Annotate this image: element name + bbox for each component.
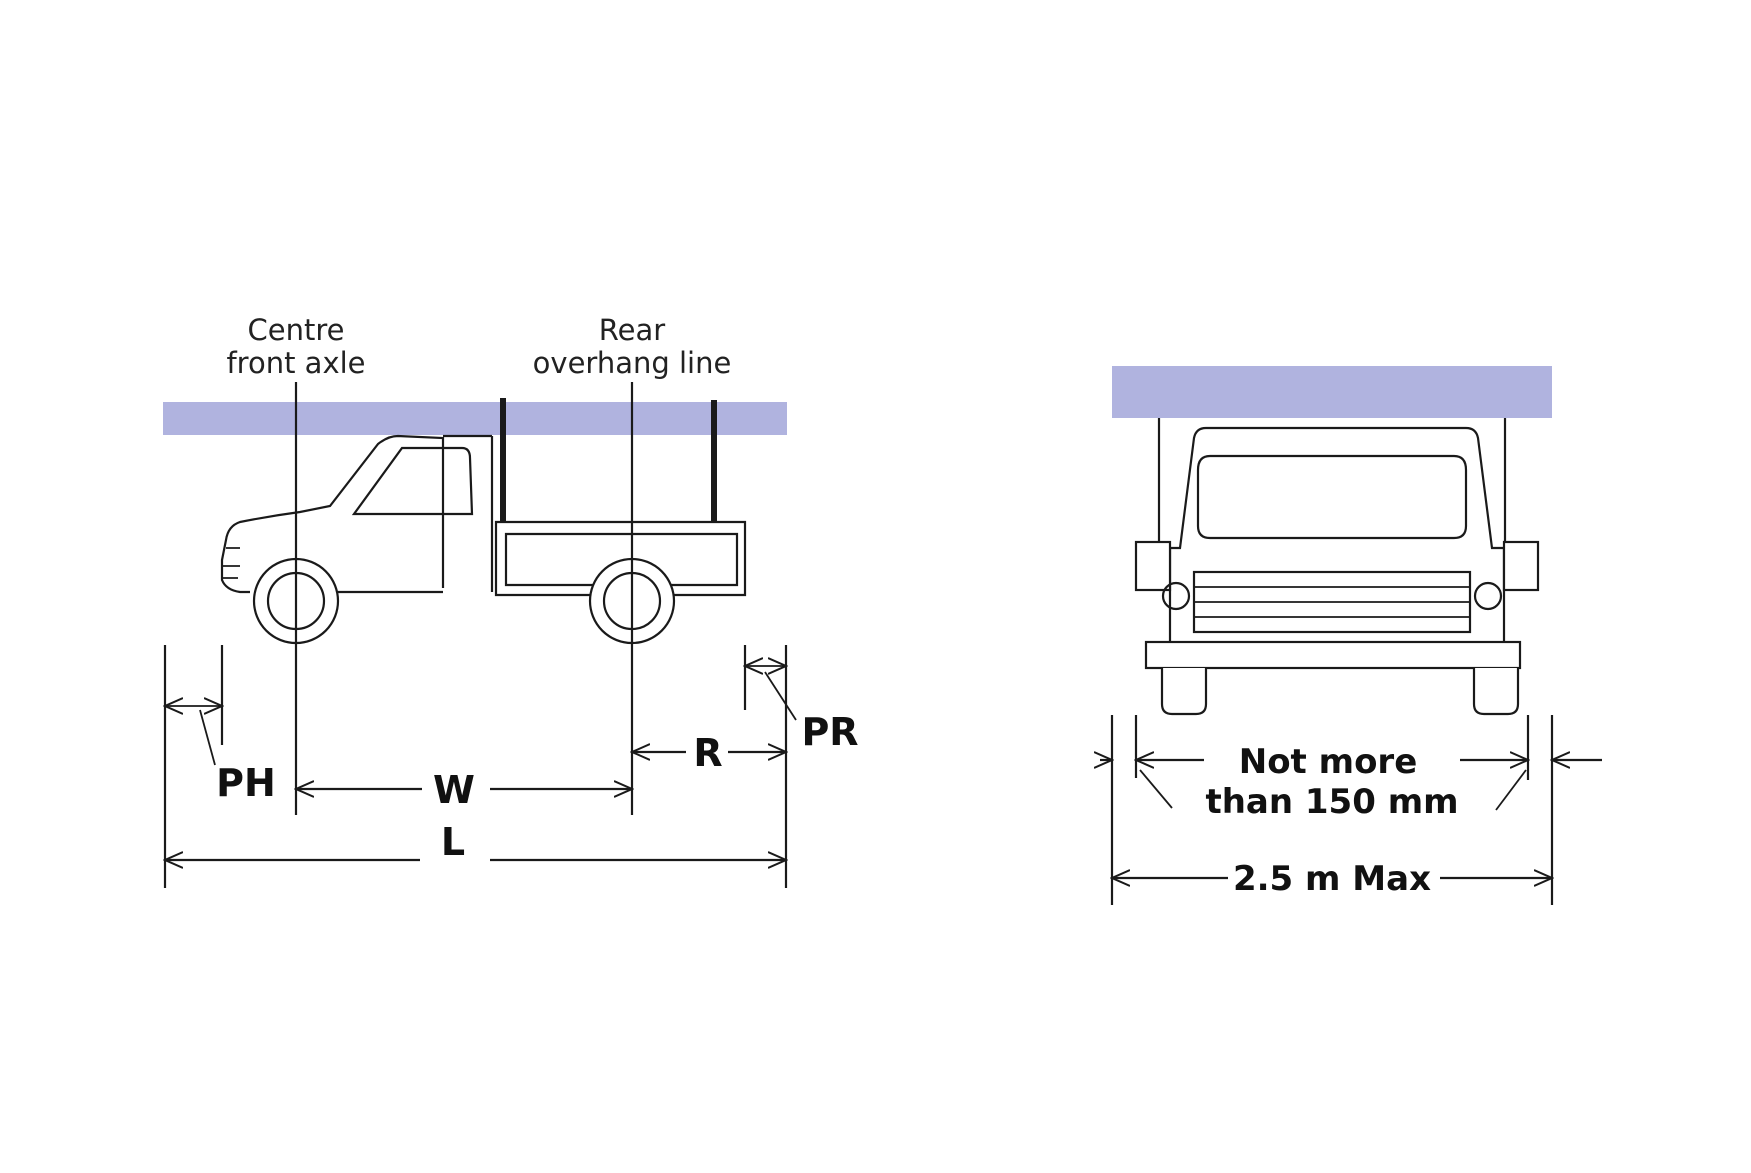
side-load-bar <box>163 402 787 435</box>
label-overhang-line: overhang line <box>533 346 732 380</box>
dim-w: W <box>433 768 475 812</box>
dim-width: 2.5 m Max <box>1233 859 1431 899</box>
dim-pr: PR <box>801 710 858 754</box>
front-view: Not more than 150 mm 2.5 m Max <box>1100 366 1602 905</box>
dim-side-line1: Not more <box>1239 742 1418 782</box>
dim-ph: PH <box>216 761 276 805</box>
dim-r: R <box>693 731 722 775</box>
truck-front-icon <box>1134 426 1540 716</box>
side-view: Centre front axle Rear overhang line <box>163 313 859 888</box>
label-centre: Centre <box>248 313 345 347</box>
label-front-axle: front axle <box>226 346 365 380</box>
front-load-bar <box>1112 366 1552 418</box>
dim-side-line2: than 150 mm <box>1205 782 1458 822</box>
dim-l: L <box>441 820 465 864</box>
label-rear: Rear <box>599 313 665 347</box>
